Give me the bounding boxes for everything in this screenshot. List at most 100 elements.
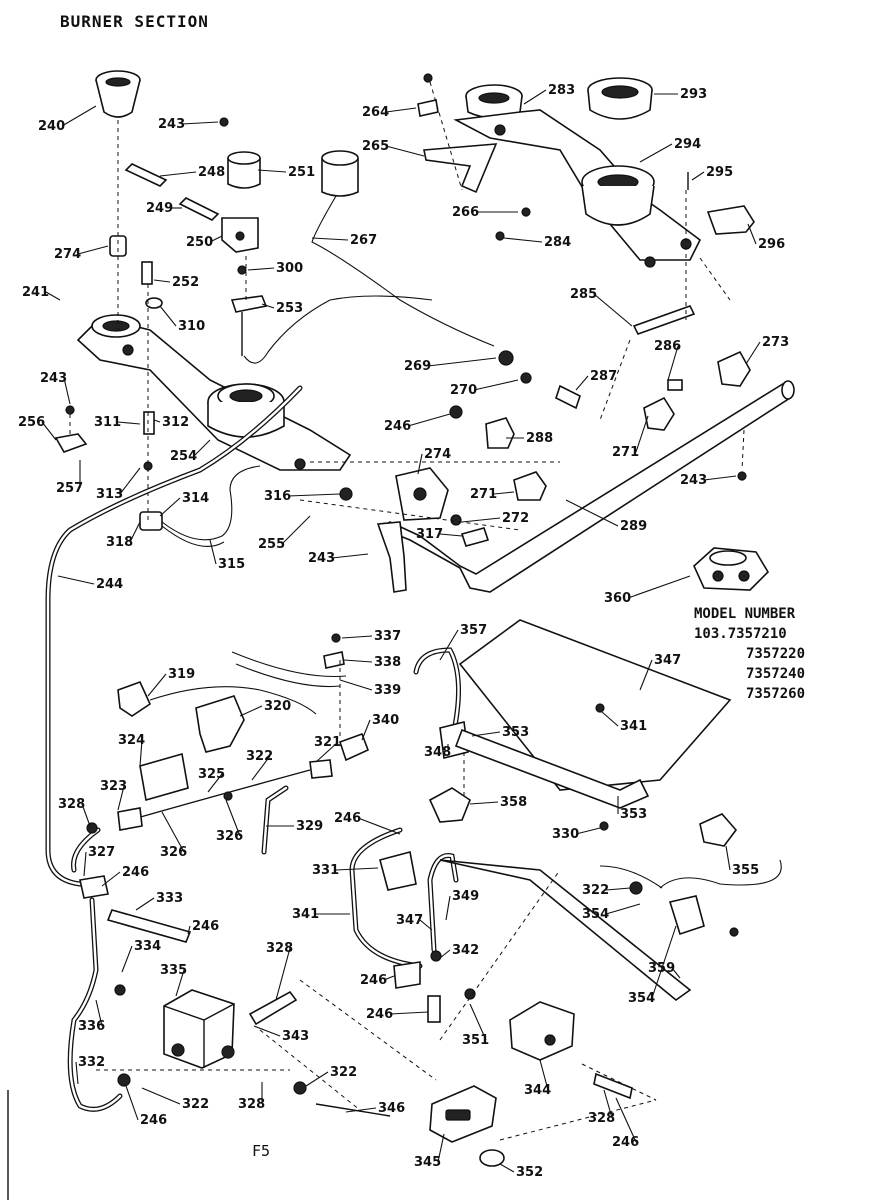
part-number-label: 335 [160, 963, 187, 978]
callout-leader [605, 903, 641, 915]
part-number-label: 357 [460, 623, 487, 638]
callout-leader [193, 439, 211, 457]
callout-leader [499, 1163, 515, 1173]
part-number-label: 269 [404, 359, 431, 374]
part-number-label: 253 [276, 301, 303, 316]
part-number-label: 286 [654, 339, 681, 354]
callout-leader [153, 279, 171, 283]
part-number-label: 348 [424, 745, 451, 760]
part-number-label: 330 [552, 827, 579, 842]
callout-leader [61, 105, 97, 127]
part-number-label: 336 [78, 1019, 105, 1034]
callout-leader [593, 293, 633, 327]
part-number-label: 360 [604, 591, 631, 606]
callout-leader [159, 171, 197, 177]
part-number-label: 243 [158, 117, 185, 132]
part-number-label: 314 [182, 491, 209, 506]
callout-leader [539, 1059, 549, 1091]
callout-leader [691, 171, 705, 181]
callout-leader [135, 897, 155, 911]
callout-leader [257, 169, 287, 173]
regulator-360 [693, 547, 770, 591]
callout-leader [63, 377, 71, 405]
part-number-label: 287 [590, 369, 617, 384]
callout-leader [437, 1133, 445, 1163]
part-number-label: 324 [118, 733, 145, 748]
callout-leader [667, 345, 679, 381]
callout-leader [239, 705, 263, 717]
callout-leader [261, 303, 275, 309]
callout-leader [45, 291, 61, 301]
part-number-label: 252 [172, 275, 199, 290]
part-number-label: 246 [334, 811, 361, 826]
callout-leader [343, 659, 373, 663]
part-number-label: 359 [648, 961, 675, 976]
part-number-label: 344 [524, 1083, 551, 1098]
model-number: 103.7357210 [694, 626, 787, 642]
callout-leader [357, 817, 401, 835]
part-number-label: 310 [178, 319, 205, 334]
part-number-label: 246 [122, 865, 149, 880]
part-number-label: 345 [414, 1155, 441, 1170]
part-number-label: 319 [168, 667, 195, 682]
part-number-label: 240 [38, 119, 65, 134]
callout-leader [747, 223, 757, 245]
model-number-block: MODEL NUMBER 103.7357210 7357220 7357240… [694, 604, 805, 704]
callout-leader [305, 1071, 329, 1087]
callout-leader [389, 1011, 429, 1015]
part-number-label: 353 [620, 807, 647, 822]
part-number-label: 246 [140, 1113, 167, 1128]
part-number-label: 250 [186, 235, 213, 250]
callout-leader [75, 1061, 79, 1085]
callout-leader [651, 925, 677, 999]
part-number-label: 316 [264, 489, 291, 504]
part-number-label: 328 [588, 1111, 615, 1126]
part-number-label: 251 [288, 165, 315, 180]
callout-leader [439, 629, 459, 661]
manifold-pipe [376, 380, 795, 593]
part-number-label: 318 [106, 535, 133, 550]
callout-leader [439, 533, 463, 537]
part-number-label: 246 [384, 419, 411, 434]
callout-leader [117, 421, 141, 425]
page-title: BURNER SECTION [60, 12, 209, 31]
part-number-label: 334 [134, 939, 161, 954]
part-number-label: 354 [582, 907, 609, 922]
model-number: 7357240 [746, 666, 806, 682]
part-number-label: 264 [362, 105, 389, 120]
callout-leader [339, 679, 373, 691]
page-footer: F5 [252, 1142, 271, 1160]
callout-leader [615, 1097, 637, 1143]
callout-leader [639, 143, 673, 163]
callout-leader [385, 145, 425, 157]
callout-leader [187, 925, 191, 935]
part-number-label: 326 [216, 829, 243, 844]
callout-leader [159, 497, 181, 517]
part-number-label: 329 [296, 819, 323, 834]
part-number-label: 347 [654, 653, 681, 668]
callout-leader [287, 493, 341, 497]
callout-leader [81, 803, 91, 827]
callout-leader [119, 467, 141, 495]
part-number-label: 293 [680, 87, 707, 102]
callout-leader [627, 575, 691, 599]
part-number-label: 337 [374, 629, 401, 644]
callout-leader [565, 499, 619, 527]
part-number-label: 294 [674, 137, 701, 152]
callout-leader [469, 1003, 487, 1041]
callout-leader [225, 799, 241, 837]
part-number-label: 283 [548, 83, 575, 98]
callout-leader [503, 237, 543, 243]
callout-leader [407, 413, 451, 427]
callout-leader [209, 235, 223, 243]
callout-leader [345, 1107, 377, 1113]
part-number-label: 354 [628, 991, 655, 1006]
callout-leader [703, 475, 737, 481]
part-number-label: 323 [100, 779, 127, 794]
part-number-label: 346 [378, 1101, 405, 1116]
callout-leader [175, 969, 185, 997]
callout-leader [439, 949, 451, 959]
callout-leader [601, 711, 619, 727]
part-number-label: 341 [620, 719, 647, 734]
